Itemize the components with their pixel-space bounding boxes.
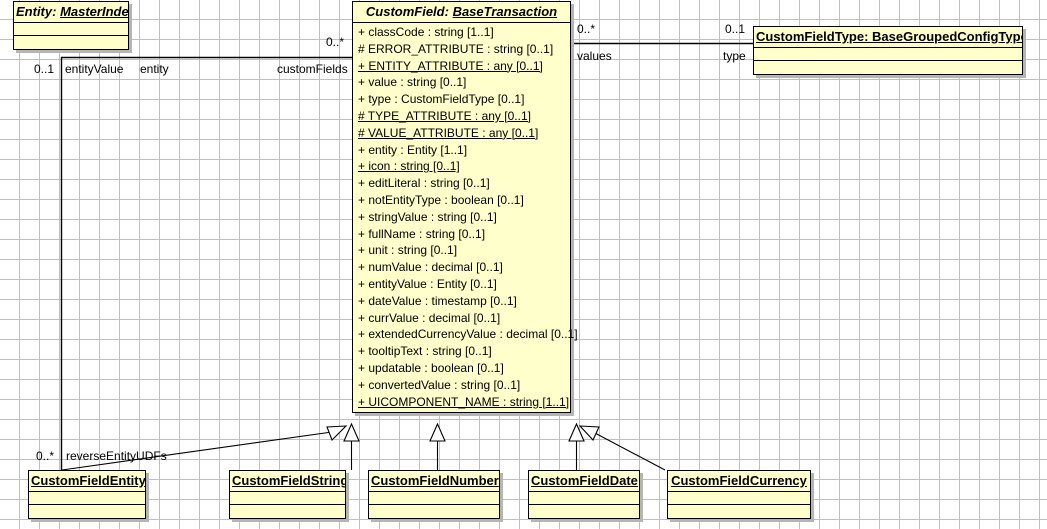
class-title-full: CustomFieldCurrency: [671, 473, 807, 488]
class-customfieldnumber[interactable]: CustomFieldNumber: [368, 470, 500, 519]
class-title-full: CustomFieldType: BaseGroupedConfigType: [756, 29, 1022, 44]
role-type: type: [723, 49, 746, 63]
attribute-row: + updatable : boolean [0..1]: [358, 360, 504, 375]
operations-compartment: [754, 61, 1022, 74]
attribute-row: # VALUE_ATTRIBUTE : any [0..1]: [358, 125, 539, 140]
operations-compartment: [529, 505, 639, 518]
attribute-row: + value : string [0..1]: [358, 75, 467, 90]
attribute-row: # ERROR_ATTRIBUTE : string [0..1]: [358, 41, 554, 56]
class-title-name: BaseTransaction: [452, 4, 558, 19]
attribute-row: + UICOMPONENT_NAME : string [1..1]: [358, 394, 570, 409]
attribute-row: + fullName : string [0..1]: [358, 226, 486, 241]
gen-line-customfieldcurrency: [592, 431, 666, 471]
class-title-full: CustomFieldNumber: [371, 473, 499, 488]
gen-arrow-customfielddate: [568, 422, 585, 442]
attributes-compartment: [369, 492, 499, 505]
attributes-compartment: [754, 48, 1022, 61]
class-title-prefix: CustomField:: [365, 4, 453, 19]
class-title-full: CustomFieldEntity: [31, 473, 145, 488]
class-customfieldcurrency[interactable]: CustomFieldCurrency: [667, 470, 811, 519]
operations-compartment: [230, 505, 345, 518]
class-customfieldtype-basegroupedconfigtype[interactable]: CustomFieldType: BaseGroupedConfigType: [753, 26, 1023, 75]
multiplicity-customfields: 0..*: [326, 35, 345, 49]
class-customfielddate[interactable]: CustomFieldDate: [528, 470, 640, 519]
class-title-full: CustomFieldString: [232, 473, 345, 488]
role-customfields: customFields: [277, 62, 348, 76]
attribute-row: + unit : string [0..1]: [358, 243, 458, 258]
class-title-customfieldnumber: CustomFieldNumber: [369, 471, 499, 492]
class-title-customfieldentity: CustomFieldEntity: [29, 471, 145, 492]
attributes-compartment: [14, 23, 128, 36]
operations-compartment: [369, 505, 499, 518]
multiplicity-values: 0..*: [577, 22, 596, 36]
class-title-full: CustomFieldDate: [531, 473, 638, 488]
gen-arrow-customfieldstring: [343, 422, 360, 442]
class-title-customfieldstring: CustomFieldString: [230, 471, 345, 492]
operations-compartment: [29, 505, 145, 518]
gen-line-customfieldentity: [61, 431, 333, 471]
attribute-row: + entityValue : Entity [0..1]: [358, 276, 497, 291]
role-entityvalue: entityValue: [65, 62, 124, 76]
class-title-customfield: CustomField: BaseTransaction: [353, 2, 570, 23]
attributes-compartment: [529, 492, 639, 505]
multiplicity-reverse-entity-udfs: 0..*: [36, 449, 55, 463]
role-values: values: [577, 49, 612, 63]
attribute-row: + entity : Entity [1..1]: [358, 142, 468, 157]
attribute-row: + notEntityType : boolean [0..1]: [358, 192, 524, 207]
class-customfieldentity[interactable]: CustomFieldEntity: [28, 470, 146, 519]
attributes-compartment: [29, 492, 145, 505]
operations-compartment: [668, 505, 810, 518]
attribute-row: + convertedValue : string [0..1]: [358, 377, 521, 392]
gen-arrow-customfieldentity: [326, 425, 348, 441]
class-customfield-basetransaction[interactable]: CustomField: BaseTransaction + classCode…: [352, 1, 578, 414]
class-title-customfielddate: CustomFieldDate: [529, 471, 639, 492]
attribute-row: # TYPE_ATTRIBUTE : any [0..1]: [358, 108, 531, 123]
attribute-row: + ENTITY_ATTRIBUTE : any [0..1]: [358, 58, 543, 73]
gen-arrow-customfieldcurrency: [578, 425, 600, 441]
attribute-row: + type : CustomFieldType [0..1]: [358, 92, 525, 107]
attribute-row: + currValue : decimal [0..1]: [358, 310, 501, 325]
role-entity: entity: [140, 62, 169, 76]
attribute-row: + extendedCurrencyValue : decimal [0..1]: [358, 327, 578, 342]
role-reverse-entity-udfs: reverseEntityUDFs: [66, 449, 167, 463]
attribute-row: + classCode : string [1..1]: [358, 25, 494, 39]
attributes-compartment: [668, 492, 810, 505]
attributes-compartment: [230, 492, 345, 505]
attribute-row: + stringValue : string [0..1]: [358, 209, 497, 224]
multiplicity-type: 0..1: [725, 22, 746, 36]
class-title-entity-masterindex: Entity: MasterIndex: [14, 2, 128, 23]
class-customfieldstring[interactable]: CustomFieldString: [229, 470, 346, 519]
attribute-row: + numValue : decimal [0..1]: [358, 260, 503, 275]
class-entity-masterindex[interactable]: Entity: MasterIndex: [13, 1, 129, 50]
gen-arrow-customfieldnumber: [429, 422, 446, 442]
multiplicity-entity-entityvalue: 0..1: [34, 62, 55, 76]
class-title-customfieldcurrency: CustomFieldCurrency: [668, 471, 810, 492]
class-title-customfieldtype: CustomFieldType: BaseGroupedConfigType: [754, 27, 1022, 48]
class-title-prefix: Entity:: [16, 4, 61, 19]
class-title-name: MasterIndex: [60, 4, 128, 19]
attribute-row: + tooltipText : string [0..1]: [358, 344, 492, 359]
operations-compartment: [14, 36, 128, 49]
attribute-row: + dateValue : timestamp [0..1]: [358, 293, 517, 308]
attribute-row: + icon : string [0..1]: [358, 159, 460, 174]
attribute-row: + editLiteral : string [0..1]: [358, 176, 490, 191]
attributes-compartment-customfield: + classCode : string [1..1] # ERROR_ATTR…: [353, 23, 578, 412]
